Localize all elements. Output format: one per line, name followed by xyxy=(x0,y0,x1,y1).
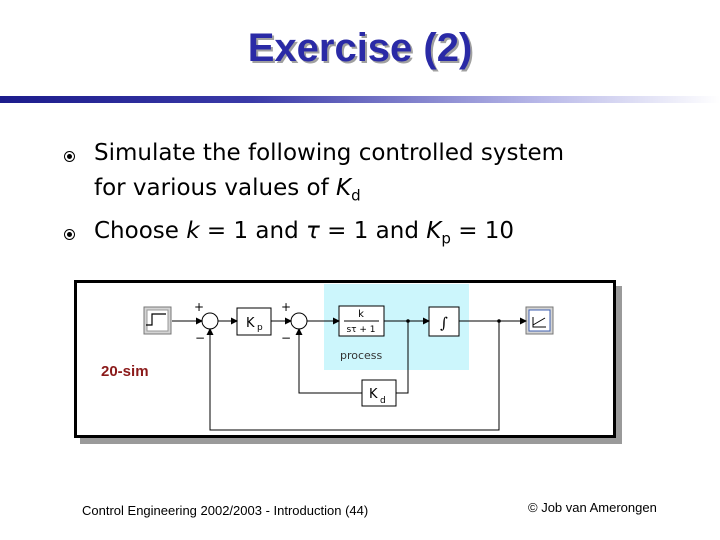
plot-sink-block[interactable] xyxy=(525,306,554,335)
bullet-1-line-1: Simulate the following controlled system xyxy=(94,140,565,166)
integral-icon: ∫ xyxy=(440,314,448,332)
kp-gain-block[interactable]: K p xyxy=(236,307,272,336)
kp-symbol: K xyxy=(426,217,442,244)
plot-icon xyxy=(532,317,546,328)
bullet-item-1: Simulate the following controlled system… xyxy=(58,136,564,214)
bullet-dot-icon xyxy=(64,151,75,162)
kp-sub: p xyxy=(257,323,263,333)
bullet-2-text-c: = 1 and xyxy=(319,217,427,244)
block-diagram: + − K p + − k sτ + 1 ∫ process 20-sim K … xyxy=(74,280,616,438)
sum1-plus: + xyxy=(194,300,204,314)
step-icon xyxy=(146,313,166,326)
bullet-2-text-b: = 1 and xyxy=(199,217,306,244)
kp-label: K xyxy=(246,316,255,331)
integrator-block[interactable]: ∫ xyxy=(428,306,460,337)
k-symbol: k xyxy=(186,217,200,244)
bullet-list: Simulate the following controlled system… xyxy=(58,136,564,256)
branch-point-1 xyxy=(406,319,410,323)
sum2-plus: + xyxy=(281,300,291,314)
kd-symbol: K xyxy=(336,175,352,201)
process-label: process xyxy=(340,349,383,362)
transfer-function-block[interactable]: k sτ + 1 xyxy=(338,305,385,337)
branch-point-2 xyxy=(497,319,501,323)
step-source-block[interactable] xyxy=(143,306,172,335)
kd-sub: d xyxy=(380,396,386,406)
sum1-minus: − xyxy=(195,331,205,345)
slide-title: Exercise (2) xyxy=(247,26,473,70)
bullet-2-text-a: Choose xyxy=(94,217,187,244)
tool-label: 20-sim xyxy=(101,363,149,380)
kd-subscript: d xyxy=(351,186,361,205)
kd-label: K xyxy=(369,387,378,402)
tf-denominator: sτ + 1 xyxy=(346,325,375,335)
tf-numerator: k xyxy=(358,309,364,320)
tau-symbol: τ xyxy=(305,217,320,244)
bullet-item-2: Choose k = 1 and τ = 1 and Kp = 10 xyxy=(58,214,564,257)
footer-course: Control Engineering 2002/2003 - Introduc… xyxy=(82,503,369,518)
bullet-2-text-d: = 10 xyxy=(450,217,515,244)
footer-copyright: © Job van Amerongen xyxy=(528,500,657,515)
block-diagram-frame: + − K p + − k sτ + 1 ∫ process 20-sim K … xyxy=(74,280,616,438)
kp-subscript: p xyxy=(441,229,451,248)
kd-gain-block[interactable]: K d xyxy=(361,379,397,407)
bullet-dot-icon xyxy=(64,228,75,240)
bullet-1-line-2: for various values of xyxy=(94,175,337,201)
sum2-minus: − xyxy=(281,331,291,345)
title-divider xyxy=(0,96,720,103)
